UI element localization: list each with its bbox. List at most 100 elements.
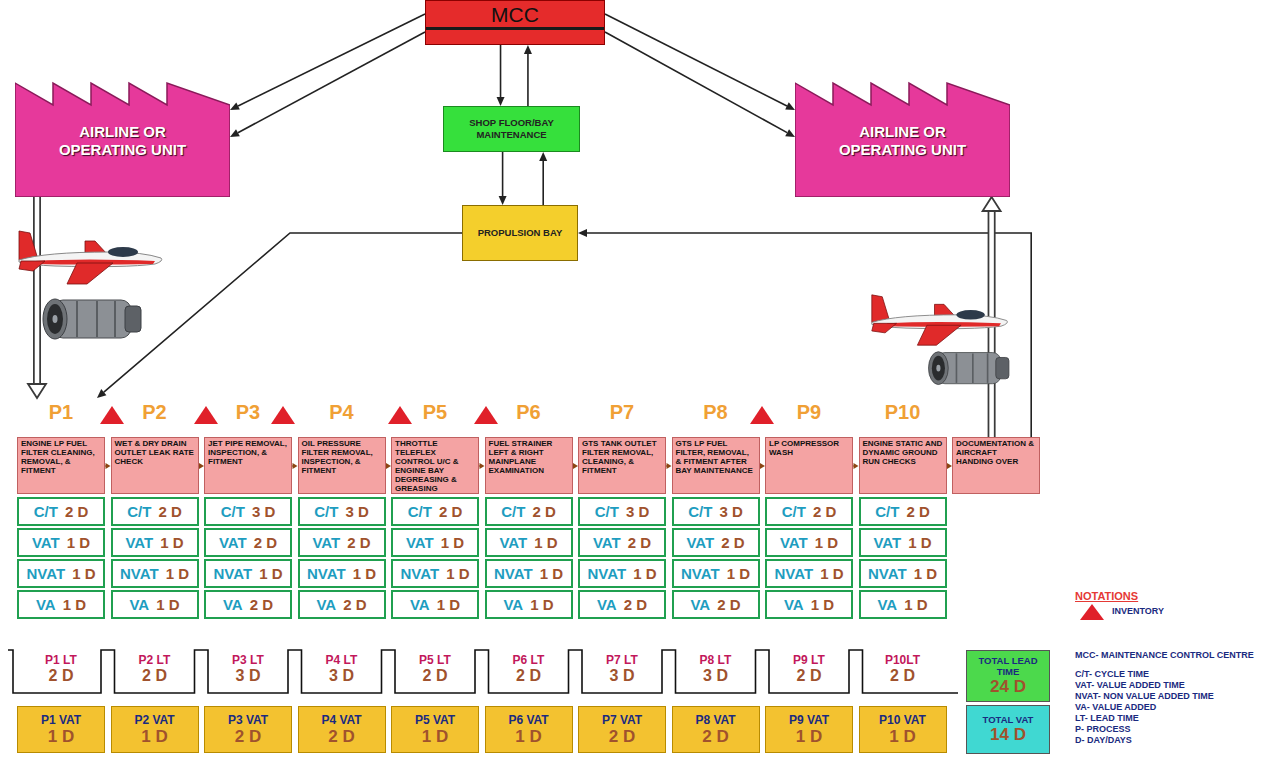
process-number: P7: [578, 398, 666, 437]
aircraft-tail: [872, 295, 889, 323]
arrow-head: [499, 196, 507, 205]
operating-unit-factory: AIRLINE OR OPERATING UNIT: [795, 75, 1010, 197]
connector-line: [238, 14, 425, 106]
metric-value: 2 D: [250, 596, 273, 613]
process-description: DOCUMENTATION & AIRCRAFT HANDING OVER: [956, 440, 1036, 467]
engine-rib: [972, 353, 974, 383]
vat-box: P7 VAT2 D: [578, 706, 666, 753]
data-cell: C/T3 D: [578, 497, 666, 526]
total-box: TOTAL VAT14 D: [966, 705, 1050, 754]
arrow-head: [28, 384, 46, 398]
metric-value: 3 D: [345, 503, 368, 520]
hollow-arrow: [28, 197, 46, 398]
metric-value: 1 D: [811, 596, 834, 613]
engine-spinner: [53, 315, 58, 323]
vat-value: 2 D: [702, 727, 728, 747]
metric-value: 2 D: [65, 503, 88, 520]
lead-time-value: 3 D: [329, 667, 354, 685]
connector-arrow: [230, 14, 425, 110]
metric-value: 2 D: [532, 503, 555, 520]
metric-name: VAT: [125, 534, 153, 551]
data-cell: VA2 D: [204, 590, 292, 619]
aircraft-tail: [19, 231, 37, 260]
process-number: P2: [111, 398, 199, 437]
legend-text: C/T- CYCLE TIME: [1075, 669, 1149, 680]
metric-value: 2 D: [717, 596, 740, 613]
arrow-head: [230, 129, 240, 137]
process-box: WET & DRY DRAIN OUTLET LEAK RATE CHECK: [111, 437, 199, 494]
inventory-triangle: [271, 406, 295, 424]
vat-box: P3 VAT2 D: [204, 706, 292, 753]
metric-name: NVAT: [214, 565, 253, 582]
metric-name: VAT: [499, 534, 527, 551]
engine-illustration: [43, 299, 141, 339]
aircraft-wing: [67, 263, 113, 284]
data-cell: NVAT1 D: [578, 559, 666, 588]
process-step: P7GTS TANK OUTLET FILTER REMOVAL, CLEANI…: [578, 398, 666, 494]
metric-value: 1 D: [160, 534, 183, 551]
process-step: P1ENGINE LP FUEL FILTER CLEANING, REMOVA…: [17, 398, 105, 494]
factory-shape: [795, 83, 1010, 197]
hollow-arrow-core: [35, 197, 40, 384]
process-box: OIL PRESSURE FILTER REMOVAL, INSPECTION,…: [298, 437, 386, 494]
arrow-head: [524, 45, 532, 54]
metric-value: 1 D: [166, 565, 189, 582]
data-cell: VAT1 D: [859, 528, 947, 557]
process-step: P5THROTTLE TELEFLEX CONTROL U/C & ENGINE…: [391, 398, 479, 494]
metric-value: 3 D: [719, 503, 742, 520]
data-cell: VA1 D: [391, 590, 479, 619]
metric-name: C/T: [595, 503, 619, 520]
metric-name: C/T: [782, 503, 806, 520]
connector-arrow: [605, 32, 795, 137]
data-cell: NVAT1 D: [672, 559, 760, 588]
process-box: GTS LP FUEL FILTER, REMOVAL, & FITMENT A…: [672, 437, 760, 494]
process-description: OIL PRESSURE FILTER REMOVAL, INSPECTION,…: [302, 440, 382, 476]
lead-time-name: P10LT: [885, 653, 920, 667]
metric-name: NVAT: [868, 565, 907, 582]
engine-nozzle: [125, 306, 141, 332]
legend-text: D- DAY/DAYS: [1075, 735, 1132, 746]
data-cell: NVAT1 D: [391, 559, 479, 588]
metric-name: VAT: [219, 534, 247, 551]
vat-name: P4 VAT: [321, 713, 361, 727]
vat-box: P1 VAT1 D: [17, 706, 105, 753]
lead-time-name: P1 LT: [45, 653, 77, 667]
legend-text: NVAT- NON VALUE ADDED TIME: [1075, 691, 1214, 702]
connector-line: [587, 233, 1031, 437]
data-cell: NVAT1 D: [485, 559, 573, 588]
metric-value: 3 D: [252, 503, 275, 520]
data-cell: VA1 D: [765, 590, 853, 619]
operating-unit-factory: AIRLINE OR OPERATING UNIT: [15, 75, 230, 197]
metric-name: VA: [36, 596, 56, 613]
metric-name: VA: [690, 596, 710, 613]
process-step: P4OIL PRESSURE FILTER REMOVAL, INSPECTIO…: [298, 398, 386, 494]
unit-name: AIRLINE OR OPERATING UNIT: [821, 123, 984, 159]
legend-text: VAT- VALUE ADDED TIME: [1075, 680, 1185, 691]
metric-value: 2 D: [254, 534, 277, 551]
data-cell: VA1 D: [111, 590, 199, 619]
metric-name: VA: [129, 596, 149, 613]
vat-name: P1 VAT: [41, 713, 81, 727]
metric-value: 2 D: [813, 503, 836, 520]
lead-time-value: 2 D: [890, 667, 915, 685]
process-description: GTS TANK OUTLET FILTER REMOVAL, CLEANING…: [582, 440, 662, 476]
data-cell: C/T2 D: [859, 497, 947, 526]
process-description: FUEL STRAINER LEFT & RIGHT MAINPLANE EXA…: [489, 440, 569, 476]
connector-arrow: [499, 152, 507, 205]
process-description: GTS LP FUEL FILTER, REMOVAL, & FITMENT A…: [676, 440, 756, 476]
metric-value: 1 D: [441, 534, 464, 551]
metric-value: 1 D: [446, 565, 469, 582]
engine-rib: [76, 301, 78, 337]
vat-box: P4 VAT2 D: [298, 706, 386, 753]
metric-value: 1 D: [908, 534, 931, 551]
metric-name: NVAT: [27, 565, 66, 582]
metric-value: 1 D: [727, 565, 750, 582]
process-number: P10: [859, 398, 947, 437]
vat-box: P5 VAT1 D: [391, 706, 479, 753]
vat-value: 1 D: [889, 727, 915, 747]
metric-name: VA: [597, 596, 617, 613]
engine-rib: [987, 353, 989, 383]
connector-line: [238, 32, 425, 133]
metric-name: C/T: [688, 503, 712, 520]
